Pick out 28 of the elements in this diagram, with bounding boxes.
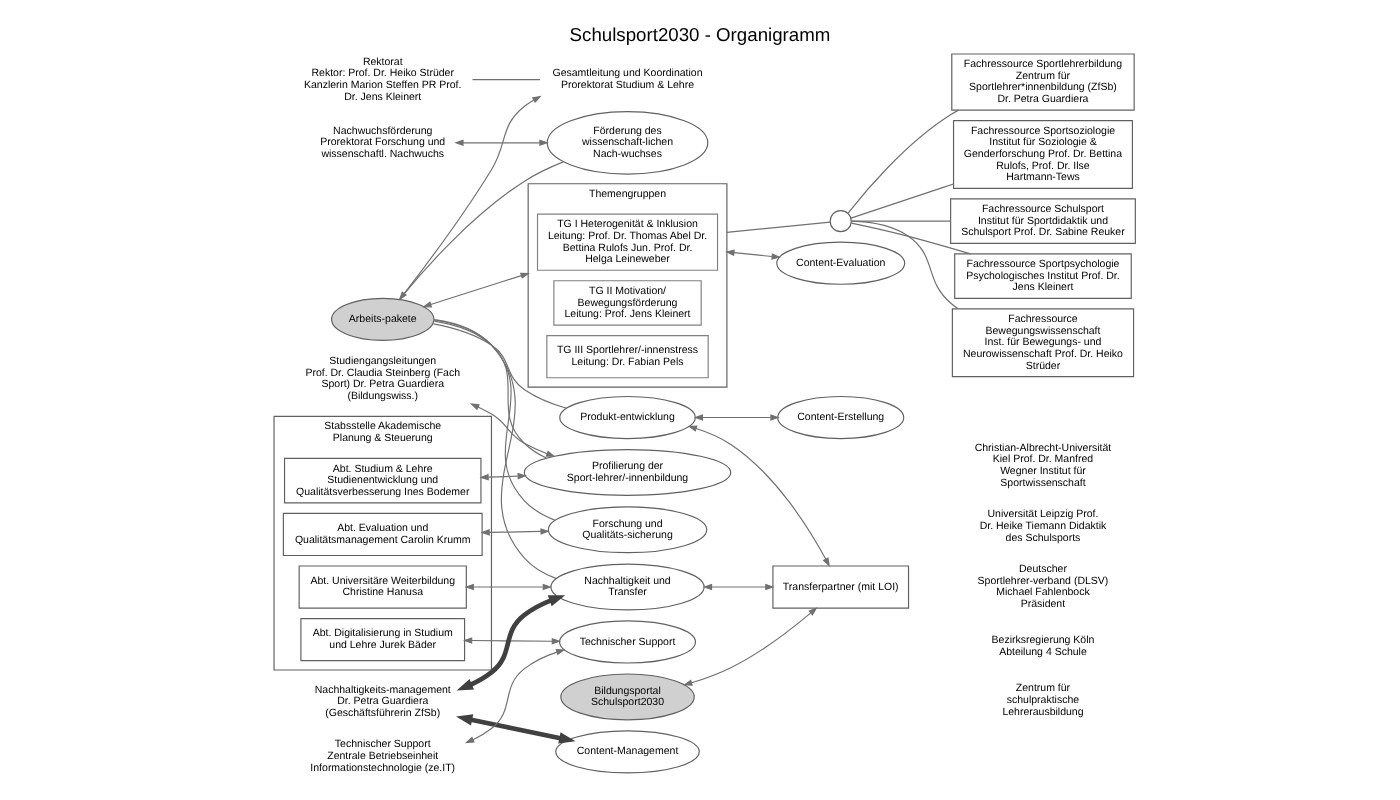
- arrow: [464, 583, 553, 591]
- arrow: [702, 583, 775, 591]
- connector: [432, 323, 568, 409]
- arrow: [462, 637, 562, 645]
- connector: [726, 221, 831, 233]
- arrow: [464, 649, 566, 744]
- arrow: [693, 414, 780, 421]
- arrow: [682, 607, 818, 686]
- arrow: [687, 425, 830, 568]
- connector: [850, 220, 959, 310]
- arrow: [454, 139, 549, 147]
- connector: [471, 79, 541, 81]
- connector: [850, 183, 955, 219]
- connector: [433, 319, 557, 579]
- arrow: [456, 595, 566, 691]
- arrow: [456, 714, 576, 744]
- connector: [850, 222, 972, 255]
- connector: [847, 109, 960, 214]
- arrow: [469, 403, 556, 457]
- arrow: [725, 249, 781, 260]
- arrow: [479, 472, 527, 481]
- arrow: [480, 528, 550, 536]
- diagram-title: Schulsport2030 - Organigramm: [569, 24, 831, 45]
- arrow: [422, 272, 530, 308]
- connector: [433, 320, 547, 459]
- connector: [433, 319, 556, 521]
- connector: [850, 220, 952, 222]
- node-circle: [829, 210, 852, 233]
